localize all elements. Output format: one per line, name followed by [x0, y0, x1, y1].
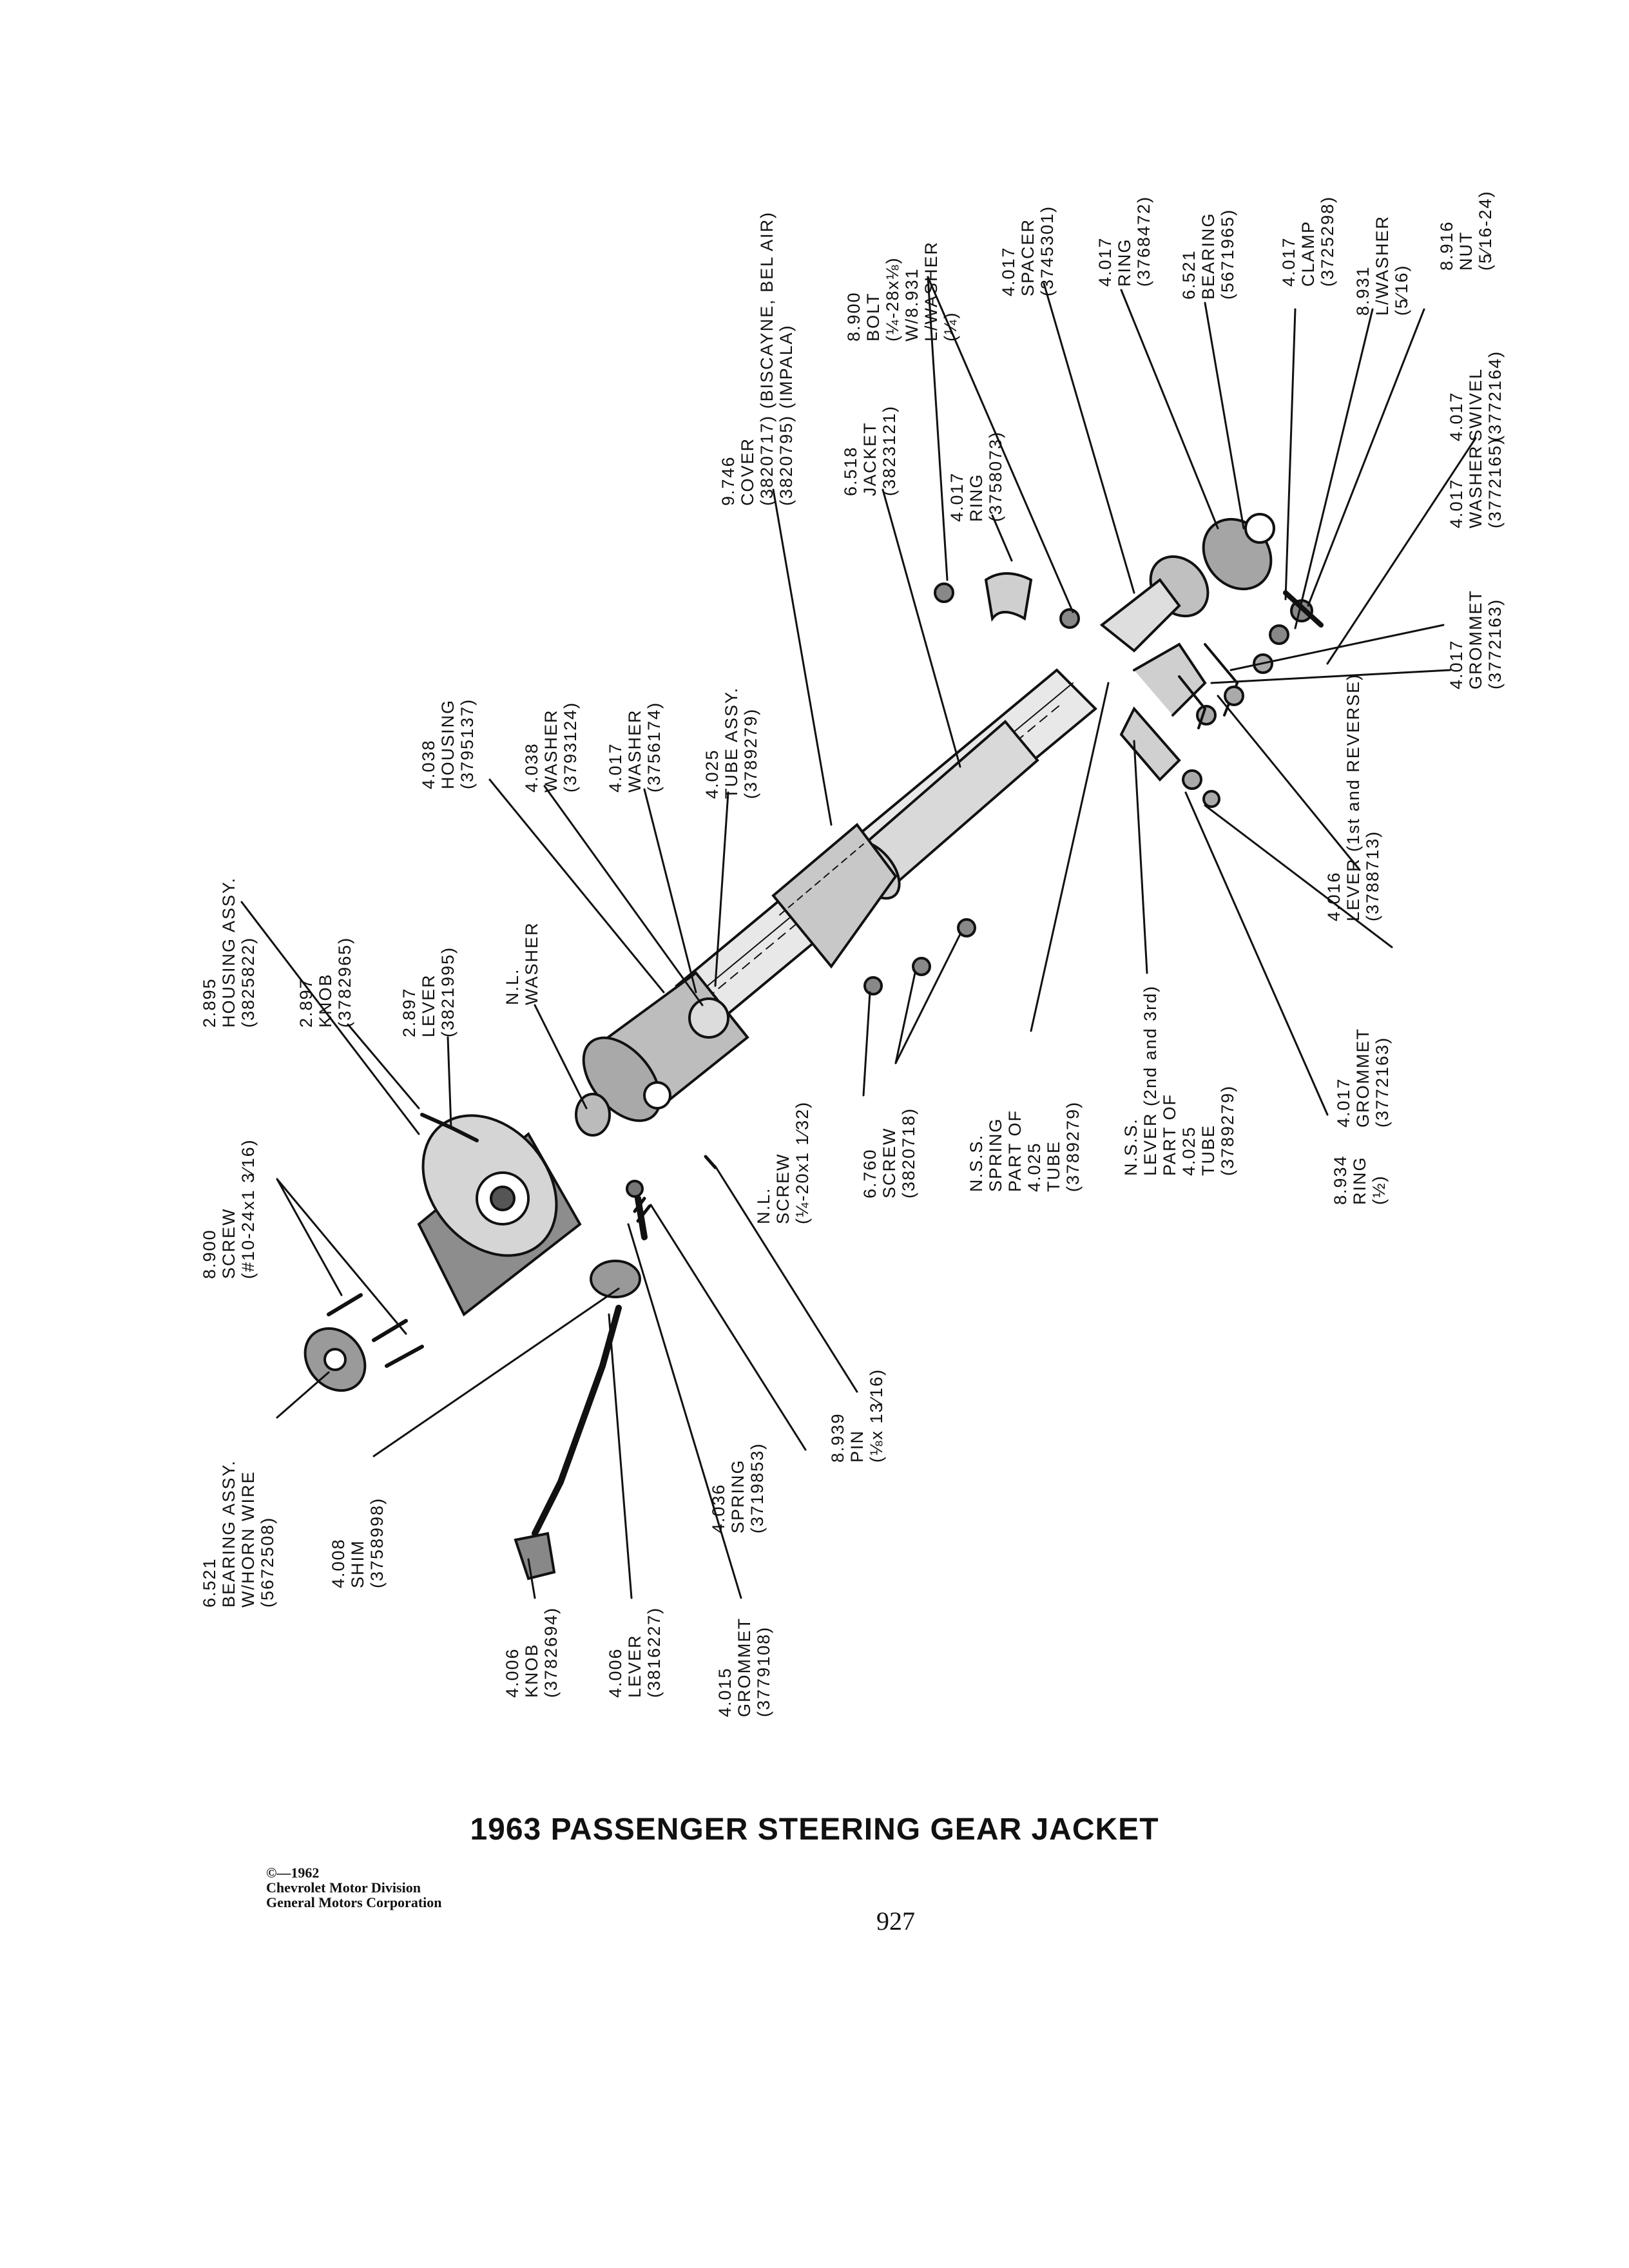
- callout-grommet-right: 4.017 GROMMET (3772163): [1447, 590, 1505, 689]
- screws-8900: [327, 1293, 424, 1368]
- nl-washer: [575, 1093, 611, 1137]
- callout-washer-4038: 4.038 WASHER (3793124): [522, 701, 580, 793]
- callout-swivel: 4.017 SWIVEL (3772164): [1447, 350, 1505, 441]
- callout-lever-4006: 4.006 LEVER (3816227): [606, 1606, 664, 1698]
- callout-clamp: 4.017 CLAMP (3725298): [1279, 195, 1337, 287]
- page-number: 927: [876, 1907, 915, 1936]
- housing: [582, 971, 749, 1122]
- callout-housing: 4.038 HOUSING (3795137): [419, 698, 477, 789]
- screws-6760: [863, 918, 976, 995]
- callout-housing-assy: 2.895 HOUSING ASSY. (3825822): [200, 876, 258, 1028]
- cover: [771, 823, 898, 969]
- callout-cover: 9.746 COVER (3820717) (BISCAYNE, BEL AIR…: [718, 211, 796, 506]
- callout-nl-washer: N.L. WASHER: [503, 921, 541, 1005]
- callout-bearing-top: 6.521 BEARING (5671965): [1179, 208, 1237, 300]
- callout-nss-lever: N.S.S. LEVER (2nd and 3rd) PART OF 4.025…: [1121, 985, 1237, 1176]
- callout-washer-4017: 4.017 WASHER (3756174): [606, 701, 664, 793]
- callout-lwasher: 8.931 L/WASHER (5⁄16): [1353, 215, 1411, 316]
- lever-1st-reverse: [1119, 706, 1220, 808]
- callout-nut: 8.916 NUT (5⁄16-24): [1437, 190, 1495, 271]
- shift-lever: [514, 1180, 648, 1581]
- callout-bolt: 8.900 BOLT (¼-28x⅛) W/8.931 L/WASHER (¼): [844, 240, 960, 341]
- copyright-line: ©—1962: [266, 1865, 320, 1881]
- callout-jacket: 6.518 JACKET (3823121): [841, 405, 899, 496]
- callout-ring-top: 4.017 RING (3768472): [1095, 195, 1153, 287]
- knob-lever-2897: [420, 1113, 479, 1142]
- copyright-block: ©—1962 Chevrolet Motor Division General …: [266, 1865, 442, 1910]
- callout-nl-screw: N.L. SCREW (¼-20x1 1⁄32): [754, 1100, 812, 1224]
- callout-screw-8900: 8.900 SCREW (#10-24x1 3⁄16): [200, 1139, 258, 1279]
- callout-screw-6760: 6.760 SCREW (3820718): [860, 1107, 918, 1198]
- callout-shim: 4.008 SHIM (3758998): [329, 1497, 387, 1588]
- callout-knob-4006: 4.006 KNOB (3782694): [503, 1606, 561, 1698]
- callout-knob-2897: 2.897 KNOB (3782965): [296, 936, 354, 1028]
- callout-bearing-assy: 6.521 BEARING ASSY. W/HORN WIRE (5672508…: [200, 1459, 277, 1608]
- copyright-line: General Motors Corporation: [266, 1894, 442, 1910]
- ring-clamp-mid: [934, 572, 1080, 629]
- callout-ring-mid: 4.017 RING (3758073): [947, 430, 1005, 522]
- bearing-assembly: [304, 1327, 367, 1392]
- callout-nss-spring: N.S.S. SPRING PART OF 4.025 TUBE (378927…: [967, 1100, 1083, 1192]
- callout-ring-8934: 8.934 RING (½): [1331, 1155, 1389, 1205]
- copyright-line: Chevrolet Motor Division: [266, 1879, 421, 1896]
- callout-lever-2897: 2.897 LEVER (3821995): [400, 946, 458, 1037]
- spring-pin: [633, 1155, 717, 1223]
- callout-spring: 4.036 SPRING (3719853): [709, 1442, 767, 1533]
- callout-lever-4016: 4.016 LEVER (1st and REVERSE) (3788713): [1324, 673, 1382, 921]
- callout-washer-right: 4.017 WASHER (3772165): [1447, 437, 1505, 528]
- upper-end-parts: [1099, 513, 1324, 729]
- housing-assembly: [417, 1114, 582, 1317]
- callout-pin: 8.939 PIN (⅛x 13⁄16): [828, 1368, 886, 1463]
- callout-grommet-4015: 4.015 GROMMET (3779108): [715, 1617, 773, 1717]
- callout-grommet-bottom: 4.017 GROMMET (3772163): [1334, 1028, 1392, 1128]
- diagram-title: 1963 PASSENGER STEERING GEAR JACKET: [470, 1812, 1159, 1847]
- callout-tube-assy: 4.025 TUBE ASSY. (3789279): [702, 686, 760, 799]
- callout-spacer: 4.017 SPACER (3745301): [999, 205, 1057, 296]
- leader-lines: [240, 276, 1477, 1599]
